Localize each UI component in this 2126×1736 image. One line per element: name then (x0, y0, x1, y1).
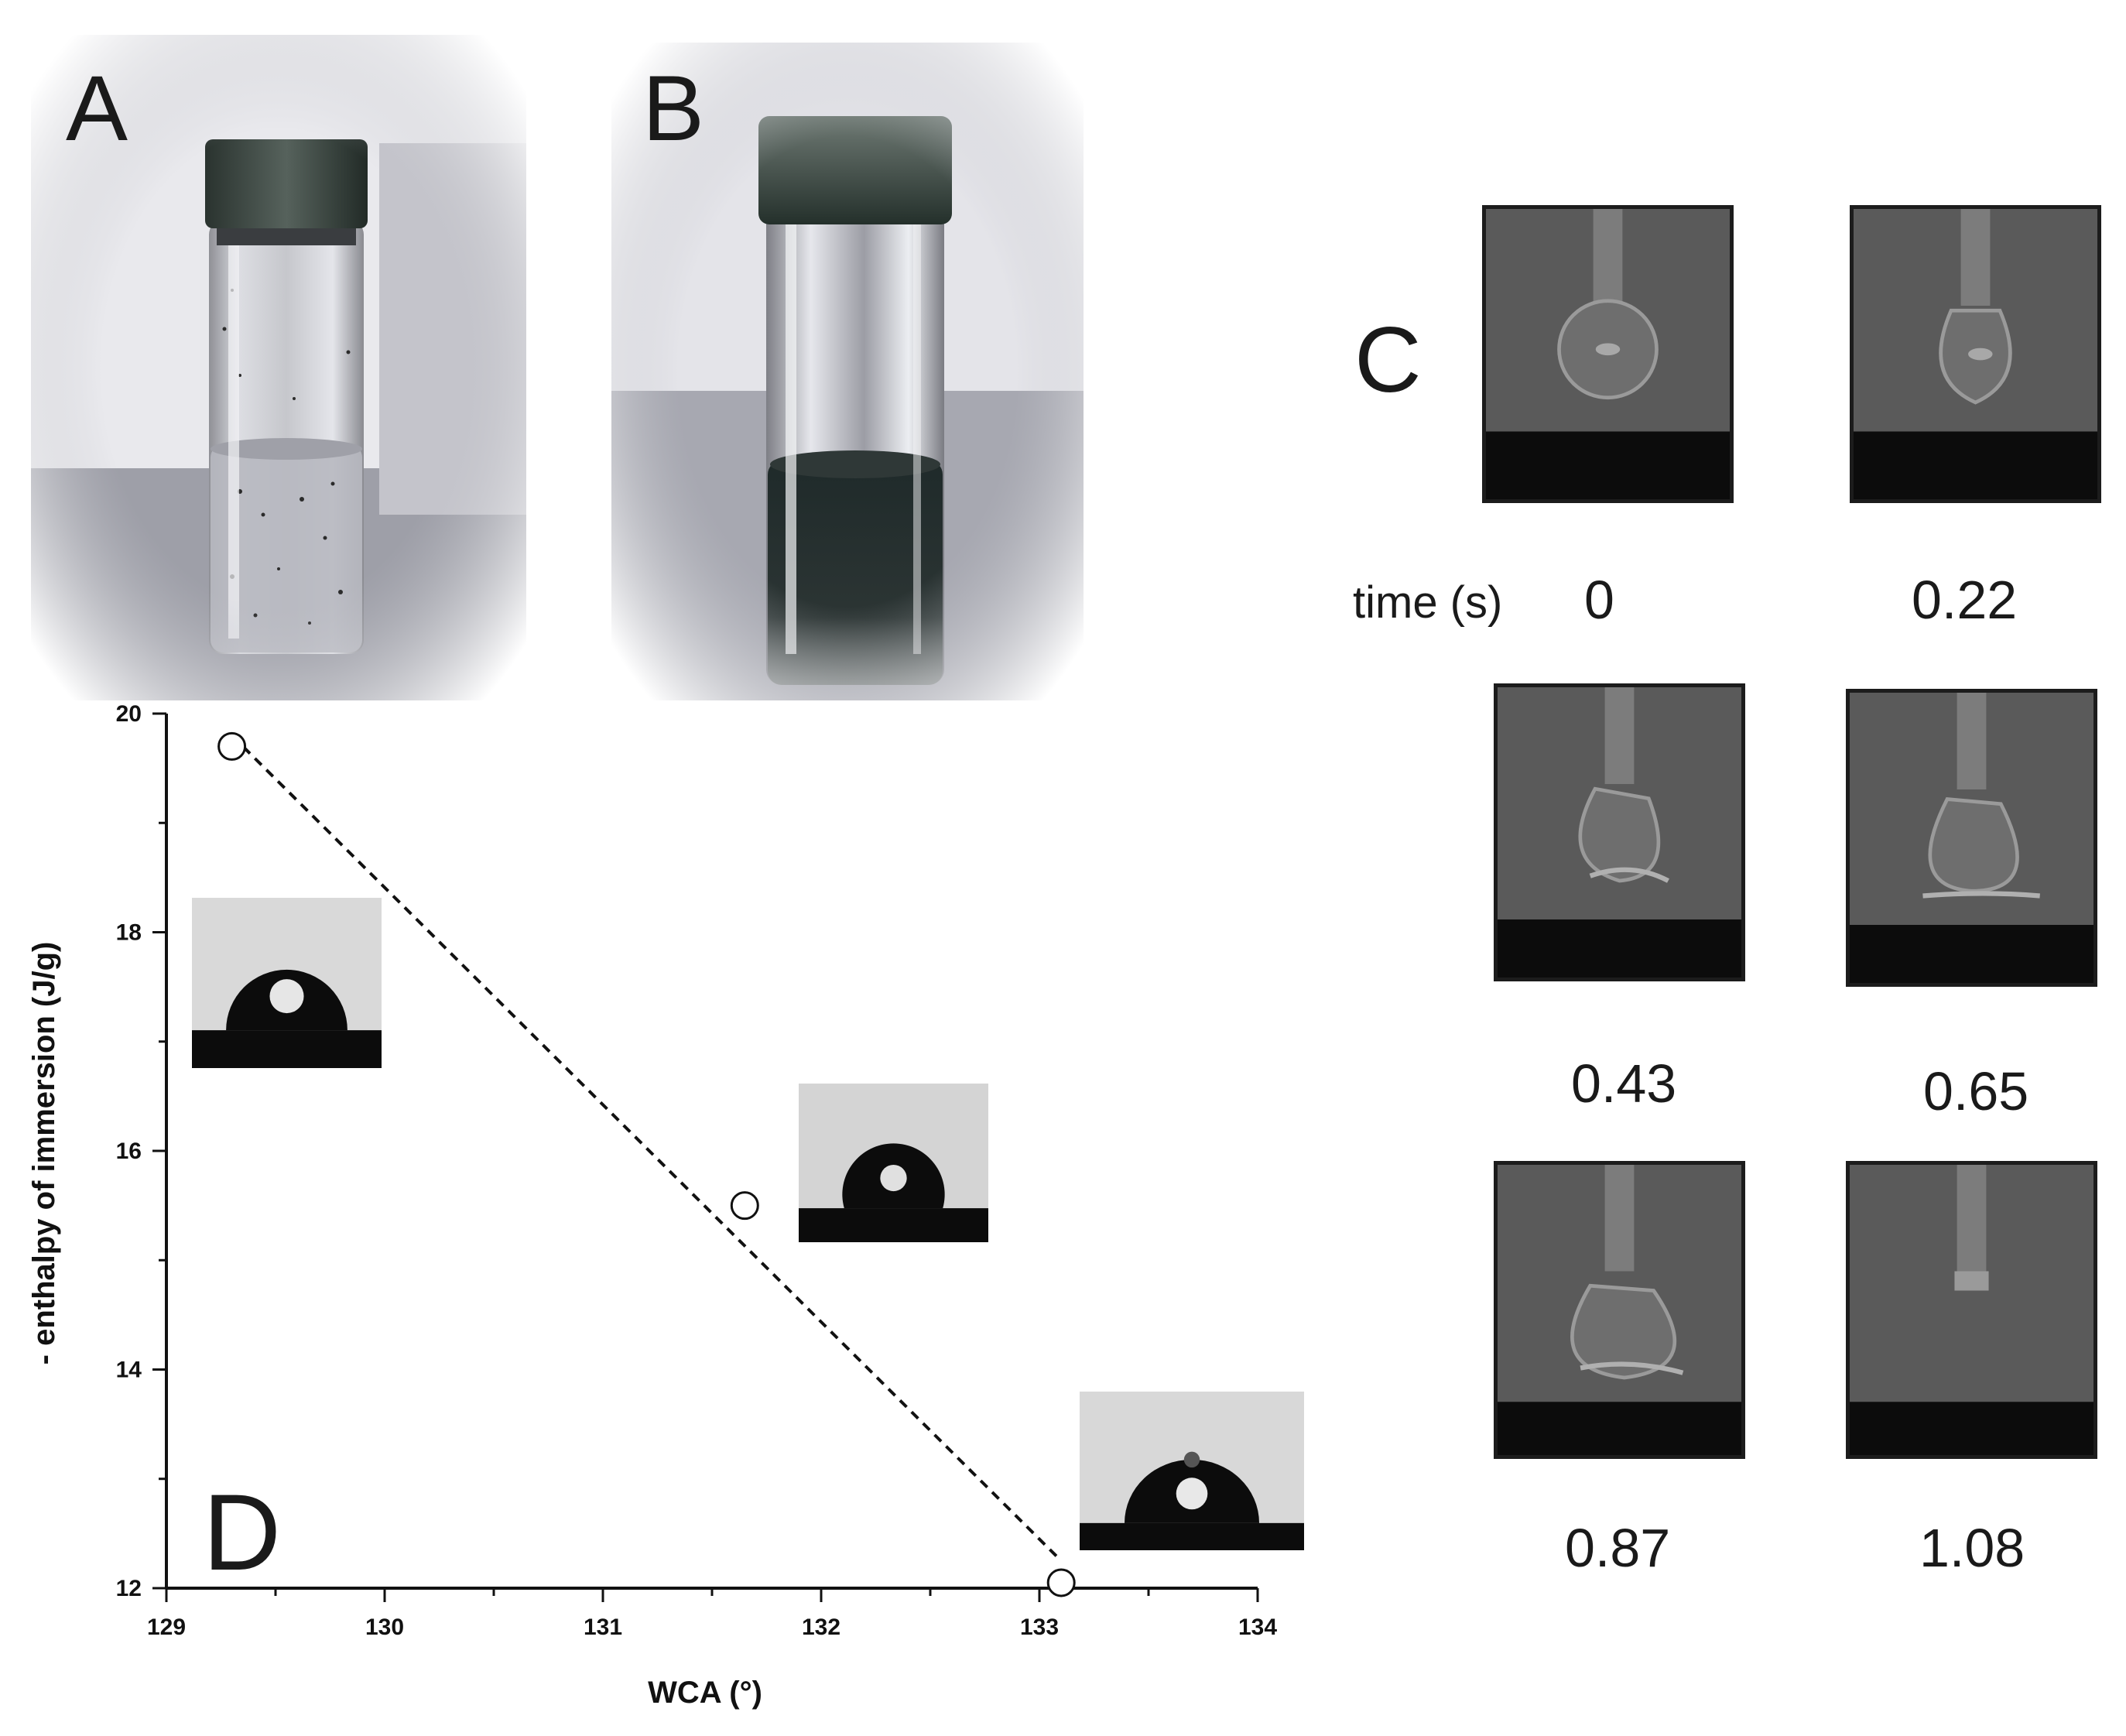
y-tick-label: 18 (116, 920, 142, 946)
scatter-chart: 129 130 131 132 133 134 12 14 16 18 20 WCA (°) - e… (27, 701, 1278, 1710)
data-point (1046, 1568, 1076, 1597)
x-tick-label: 133 (1020, 1614, 1059, 1640)
chart-ticks: 129 130 131 132 133 134 12 14 16 18 20 (116, 701, 1278, 1640)
drop-frame-3 (1846, 689, 2097, 987)
data-point (217, 731, 247, 761)
time-label-2: 0.43 (1571, 1053, 1677, 1114)
drop-image-low-wca (192, 898, 382, 1068)
y-tick-label: 14 (116, 1358, 142, 1383)
x-axis-title: WCA (°) (648, 1676, 762, 1710)
x-tick-label: 131 (584, 1614, 622, 1640)
panel-label-a: A (66, 56, 128, 160)
x-tick-label: 134 (1238, 1614, 1277, 1640)
time-label-4: 0.87 (1565, 1518, 1671, 1578)
drop-frame-5 (1846, 1161, 2097, 1459)
data-point (730, 1191, 759, 1221)
time-label-1: 0.22 (1912, 570, 2018, 630)
time-label-0: 0 (1584, 570, 1614, 630)
panel-label-b: B (642, 56, 705, 160)
y-axis-title: - enthalpy of immersion (J/g) (27, 942, 61, 1365)
x-tick-label: 132 (802, 1614, 840, 1640)
drop-frame-4 (1494, 1161, 1745, 1459)
panel-label-d: D (203, 1471, 282, 1593)
drop-image-high-wca (1080, 1392, 1304, 1550)
time-label-3: 0.65 (1923, 1061, 2029, 1121)
photo-vial-a (31, 35, 526, 700)
panel-label-c: C (1354, 308, 1422, 412)
chart-points (217, 731, 1076, 1597)
x-tick-label: 130 (365, 1614, 404, 1640)
y-tick-label: 12 (116, 1576, 142, 1601)
drop-frame-0 (1482, 205, 1734, 503)
drop-frame-2 (1494, 683, 1745, 981)
x-tick-label: 129 (147, 1614, 186, 1640)
photo-vial-b (611, 43, 1084, 700)
drop-frame-1 (1850, 205, 2101, 503)
y-tick-label: 20 (116, 701, 142, 727)
drop-image-mid-wca (799, 1084, 988, 1242)
y-tick-label: 16 (116, 1139, 142, 1164)
time-axis-label: time (s) (1353, 577, 1503, 628)
time-label-5: 1.08 (1919, 1518, 2025, 1578)
